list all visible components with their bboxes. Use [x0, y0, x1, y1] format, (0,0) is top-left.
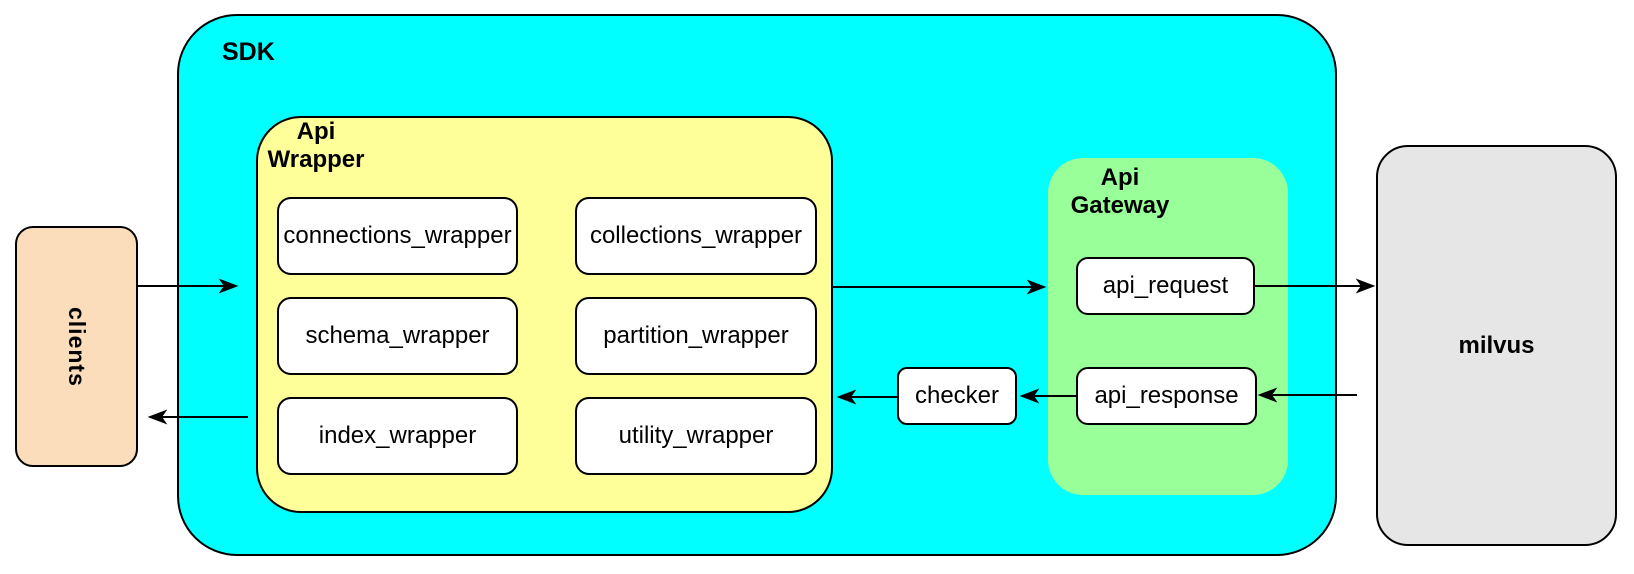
connections-wrapper-label: connections_wrapper — [283, 222, 512, 249]
milvus-label: milvus — [1458, 331, 1535, 359]
partition-wrapper-label: partition_wrapper — [603, 322, 789, 349]
api-response-box: api_response — [1076, 367, 1257, 425]
milvus-box: milvus — [1376, 145, 1617, 546]
clients-box: clients — [15, 226, 138, 467]
checker-label: checker — [914, 382, 1000, 409]
collections-wrapper-label: collections_wrapper — [589, 222, 803, 249]
checker-box: checker — [897, 367, 1017, 425]
index-wrapper-box: index_wrapper — [277, 397, 518, 475]
index-wrapper-label: index_wrapper — [318, 422, 477, 449]
utility-wrapper-label: utility_wrapper — [618, 422, 774, 449]
partition-wrapper-box: partition_wrapper — [575, 297, 817, 375]
api-gateway-label: Api Gateway — [1070, 164, 1170, 219]
utility-wrapper-box: utility_wrapper — [575, 397, 817, 475]
connections-wrapper-box: connections_wrapper — [277, 197, 518, 275]
collections-wrapper-box: collections_wrapper — [575, 197, 817, 275]
schema-wrapper-label: schema_wrapper — [305, 322, 490, 349]
clients-label: clients — [64, 306, 90, 387]
schema-wrapper-box: schema_wrapper — [277, 297, 518, 375]
api-request-box: api_request — [1076, 257, 1255, 315]
api-response-label: api_response — [1094, 382, 1239, 409]
sdk-label: SDK — [222, 38, 275, 66]
api-request-label: api_request — [1102, 272, 1229, 299]
api-gateway-container — [1048, 158, 1288, 495]
api-wrapper-label: Api Wrapper — [267, 118, 365, 173]
